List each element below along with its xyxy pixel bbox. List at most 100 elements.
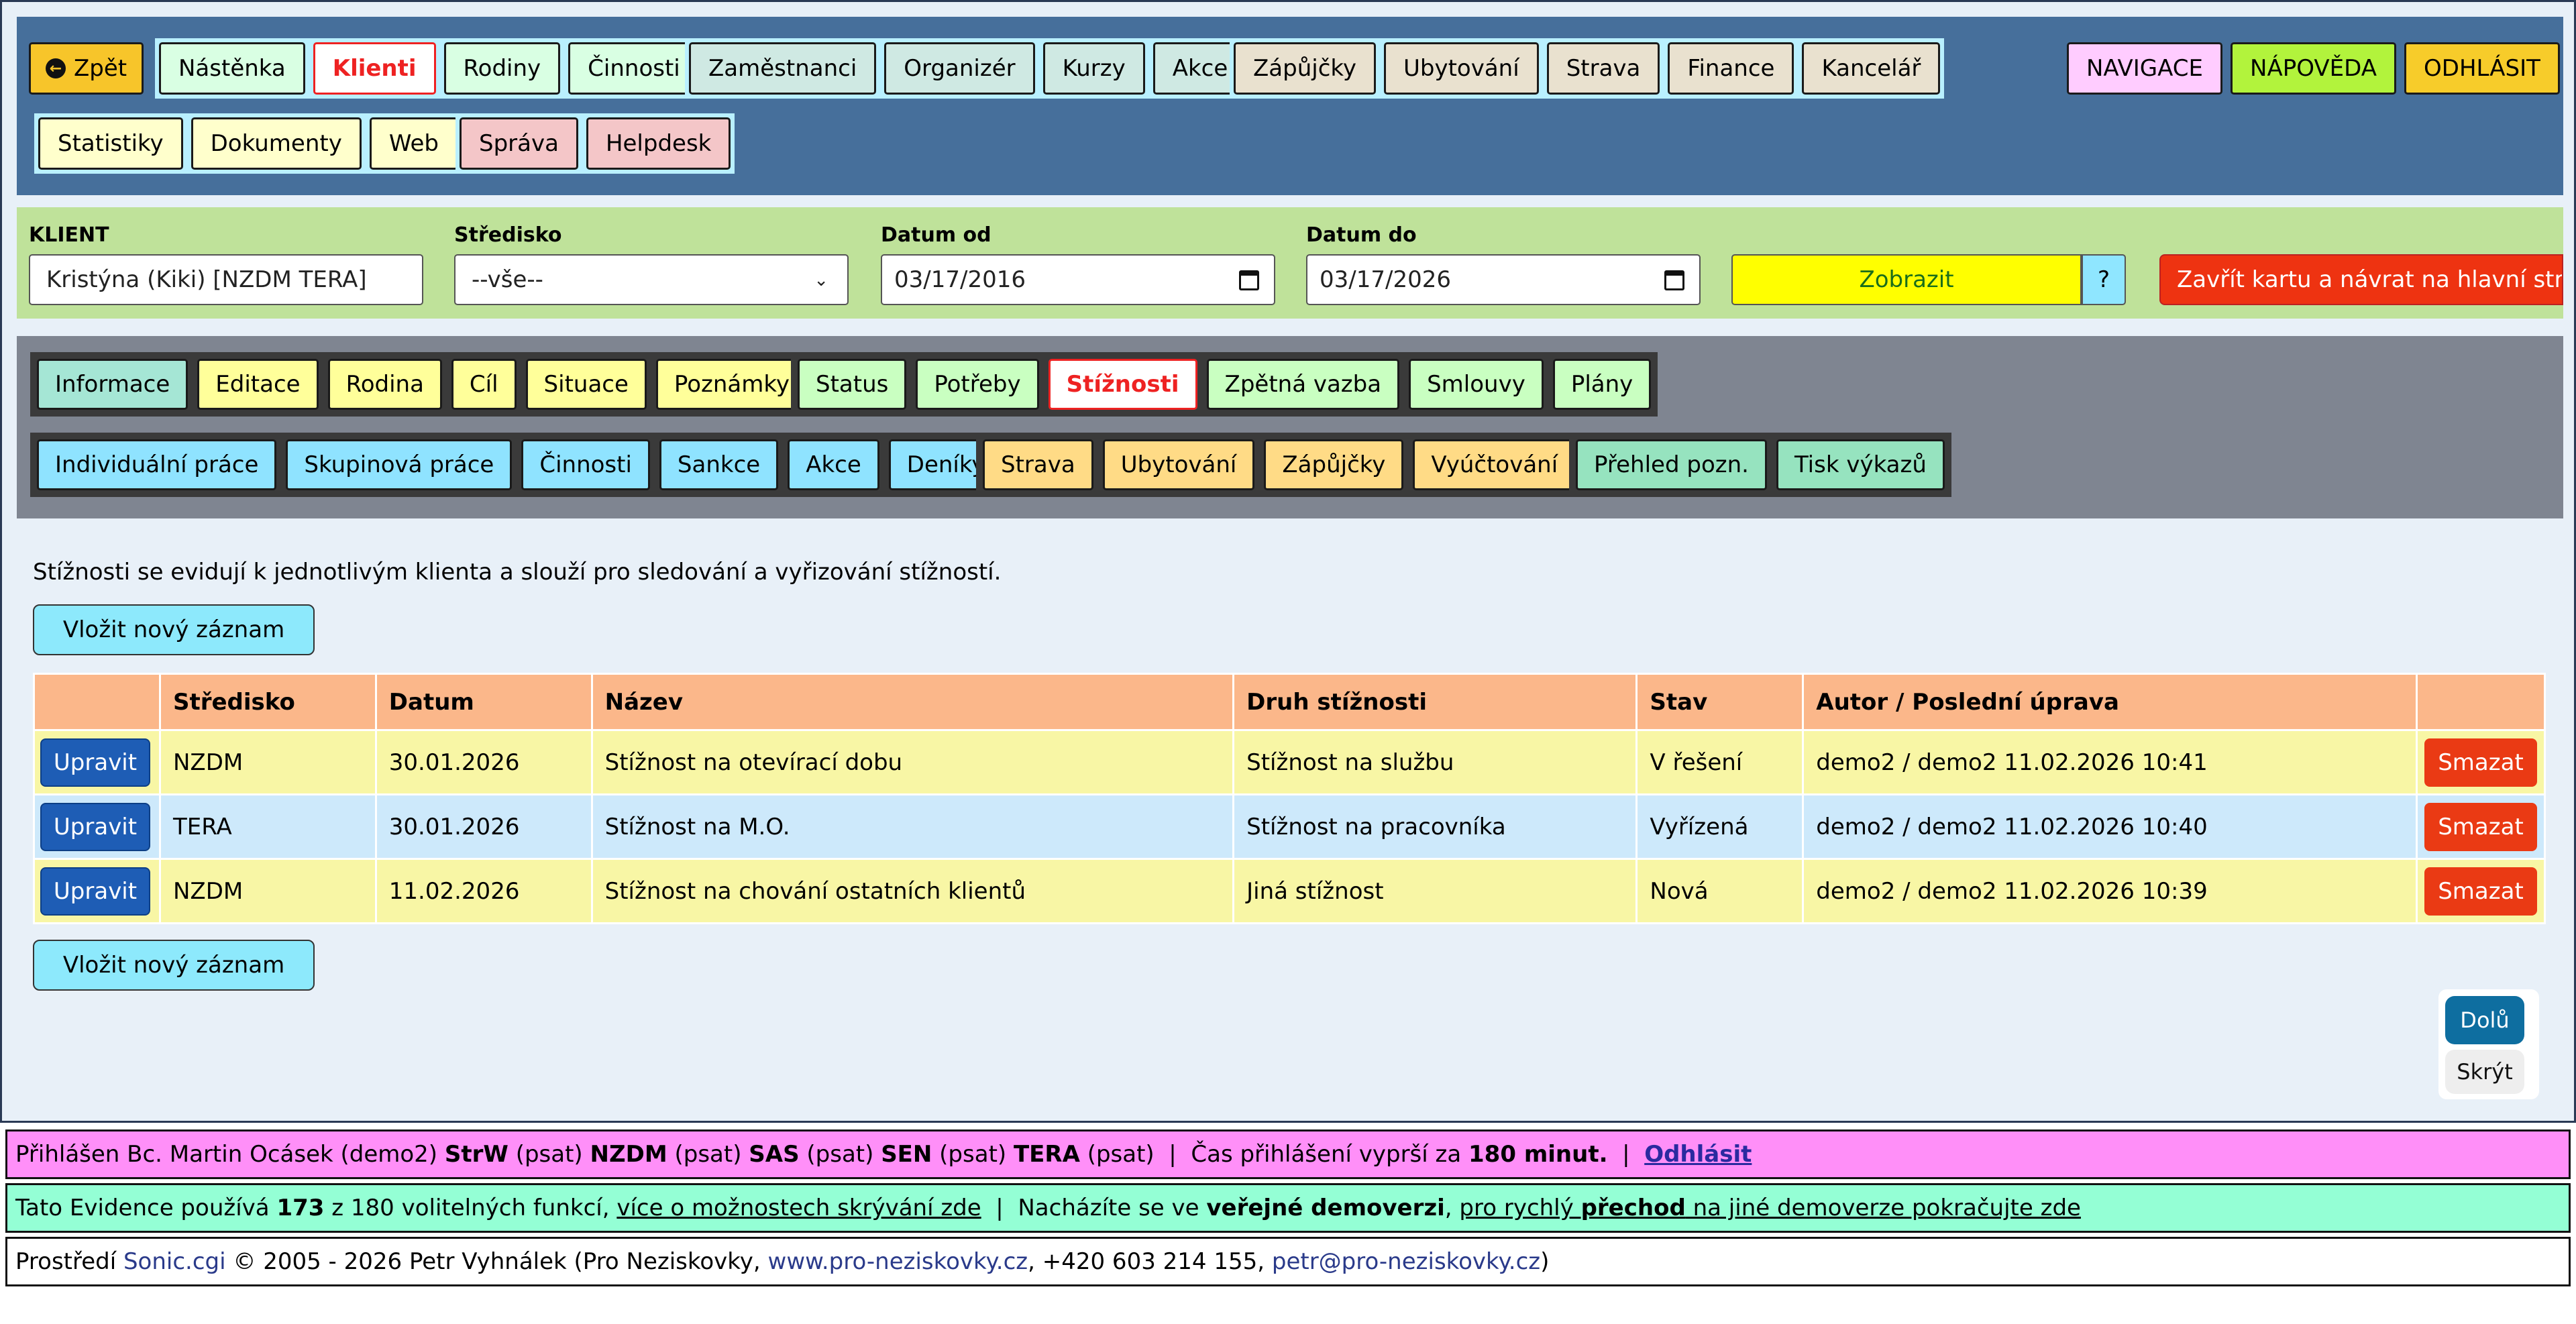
features-info-bar: Tato Evidence používá 173 z 180 voliteln… [5, 1183, 2571, 1233]
table-header-row: Středisko Datum Název Druh stížnosti Sta… [33, 673, 2546, 731]
cell-author: demo2 / demo2 11.02.2026 10:39 [1802, 858, 2418, 924]
table-row: Upravit TERA 30.01.2026 Stížnost na M.O.… [33, 793, 2546, 860]
close-card-button[interactable]: Zavřít kartu a návrat na hlavní stránku [2159, 254, 2563, 305]
hide-panel-button[interactable]: Skrýt [2445, 1050, 2524, 1094]
navigation-button[interactable]: NAVIGACE [2067, 42, 2223, 95]
nav-courses[interactable]: Kurzy [1042, 42, 1145, 95]
filter-bar: KLIENT Kristýna (Kiki) [NZDM TERA] Střed… [17, 207, 2563, 319]
nav-administration[interactable]: Správa [460, 117, 578, 170]
nav-food[interactable]: Strava [1546, 42, 1660, 95]
delete-button[interactable]: Smazat [2424, 867, 2537, 916]
edit-button[interactable]: Upravit [40, 802, 150, 851]
nav-families[interactable]: Rodiny [443, 42, 561, 95]
nav-employees[interactable]: Zaměstnanci [689, 42, 877, 95]
edit-button[interactable]: Upravit [40, 867, 150, 916]
help-button[interactable]: NÁPOVĚDA [2231, 42, 2396, 95]
nav-group-admin: Správa Helpdesk [455, 113, 735, 174]
back-arrow-icon: ← [46, 58, 66, 78]
other-demos-link[interactable]: pro rychlý přechod na jiné demoverze pok… [1459, 1195, 2081, 1221]
tab-accommodation[interactable]: Ubytování [1102, 439, 1255, 490]
nav-dashboard[interactable]: Nástěnka [159, 42, 305, 95]
tab-sanctions[interactable]: Sankce [659, 439, 779, 490]
center-select[interactable]: --vše-- ⌄ [454, 254, 849, 305]
website-link[interactable]: www.pro-neziskovky.cz [767, 1248, 1028, 1275]
sonic-link[interactable]: Sonic.cgi [123, 1248, 226, 1275]
tab-information[interactable]: Informace [37, 359, 189, 410]
tab-feedback[interactable]: Zpětná vazba [1206, 359, 1400, 410]
tab-plans[interactable]: Plány [1552, 359, 1652, 410]
date-to-input[interactable]: 03/17/2026 [1306, 254, 1701, 305]
tab-family[interactable]: Rodina [327, 359, 442, 410]
header-center: Středisko [158, 673, 377, 731]
date-from-input[interactable]: 03/17/2016 [881, 254, 1275, 305]
cell-author: demo2 / demo2 11.02.2026 10:40 [1802, 793, 2418, 860]
nav-statistics[interactable]: Statistiky [38, 117, 183, 170]
tab-notes[interactable]: Poznámky [655, 359, 808, 410]
tab-edit[interactable]: Editace [197, 359, 319, 410]
cell-status: V řešení [1635, 729, 1805, 795]
complaints-table: Středisko Datum Název Druh stížnosti Sta… [33, 673, 2546, 924]
calendar-icon[interactable] [1239, 270, 1259, 290]
nav-loans[interactable]: Zápůjčky [1234, 42, 1376, 95]
nav-web[interactable]: Web [369, 117, 458, 170]
tab-individual-work[interactable]: Individuální práce [37, 439, 277, 490]
client-subtabs: Informace Editace Rodina Cíl Situace Poz… [17, 336, 2563, 518]
nav-group-staff: Zaměstnanci Organizér Kurzy Akce [685, 38, 1252, 99]
back-button[interactable]: ← Zpět [29, 42, 144, 95]
header-name: Název [590, 673, 1235, 731]
tab-loans[interactable]: Zápůjčky [1264, 439, 1404, 490]
cell-center: NZDM [158, 858, 377, 924]
cell-date: 30.01.2026 [374, 729, 593, 795]
tab-goal[interactable]: Cíl [451, 359, 517, 410]
tab-situation[interactable]: Situace [525, 359, 647, 410]
client-input[interactable]: Kristýna (Kiki) [NZDM TERA] [29, 254, 423, 305]
tab-complaints[interactable]: Stížnosti [1048, 359, 1197, 410]
logout-button[interactable]: ODHLÁSIT [2404, 42, 2560, 95]
date-to-label: Datum do [1306, 223, 1417, 247]
date-from-label: Datum od [881, 223, 991, 247]
tab-group-work[interactable]: Skupinová práce [286, 439, 513, 490]
delete-button[interactable]: Smazat [2424, 738, 2537, 787]
cell-date: 11.02.2026 [374, 858, 593, 924]
tab-notes-overview[interactable]: Přehled pozn. [1576, 439, 1767, 490]
nav-finance[interactable]: Finance [1668, 42, 1794, 95]
nav-activities[interactable]: Činnosti [568, 42, 700, 95]
nav-documents[interactable]: Dokumenty [191, 117, 362, 170]
cell-date: 30.01.2026 [374, 793, 593, 860]
nav-helpdesk[interactable]: Helpdesk [586, 117, 731, 170]
tab-activities[interactable]: Činnosti [521, 439, 650, 490]
header-delete [2416, 673, 2546, 731]
tab-print-reports[interactable]: Tisk výkazů [1776, 439, 1945, 490]
edit-button[interactable]: Upravit [40, 738, 150, 787]
tab-food[interactable]: Strava [983, 439, 1093, 490]
filter-help-button[interactable]: ? [2082, 254, 2126, 305]
show-button[interactable]: Zobrazit [1731, 254, 2082, 305]
tab-contracts[interactable]: Smlouvy [1409, 359, 1544, 410]
insert-record-button-top[interactable]: Vložit nový záznam [33, 604, 315, 655]
scroll-down-button[interactable]: Dolů [2445, 996, 2524, 1044]
calendar-icon[interactable] [1664, 270, 1684, 290]
email-link[interactable]: petr@pro-neziskovky.cz [1271, 1248, 1541, 1275]
hide-features-link[interactable]: více o možnostech skrývání zde [616, 1195, 981, 1221]
delete-button[interactable]: Smazat [2424, 802, 2537, 851]
header-actions [33, 673, 161, 731]
insert-record-button-bottom[interactable]: Vložit nový záznam [33, 940, 315, 991]
cell-type: Jiná stížnost [1232, 858, 1638, 924]
nav-office[interactable]: Kancelář [1802, 42, 1941, 95]
nav-accommodation[interactable]: Ubytování [1384, 42, 1539, 95]
logout-link[interactable]: Odhlásit [1644, 1141, 1752, 1168]
nav-group-services: Zápůjčky Ubytování Strava Finance Kancel… [1230, 38, 1945, 99]
login-text: Přihlášen Bc. Martin Ocásek (demo2) StrW… [15, 1141, 1645, 1168]
tab-needs[interactable]: Potřeby [916, 359, 1039, 410]
top-navigation: ← Zpět Nástěnka Klienti Rodiny Činnosti … [17, 17, 2563, 195]
cell-center: NZDM [158, 729, 377, 795]
tab-billing[interactable]: Vyúčtování [1413, 439, 1576, 490]
header-date: Datum [374, 673, 593, 731]
table-row: Upravit NZDM 30.01.2026 Stížnost na otev… [33, 729, 2546, 795]
tab-status[interactable]: Status [798, 359, 907, 410]
scroll-panel: Dolů Skrýt [2438, 989, 2539, 1099]
copyright-bar: Prostředí Sonic.cgi © 2005 - 2026 Petr V… [5, 1237, 2571, 1286]
nav-clients[interactable]: Klienti [313, 42, 436, 95]
tab-events[interactable]: Akce [788, 439, 879, 490]
nav-organizer[interactable]: Organizér [884, 42, 1035, 95]
